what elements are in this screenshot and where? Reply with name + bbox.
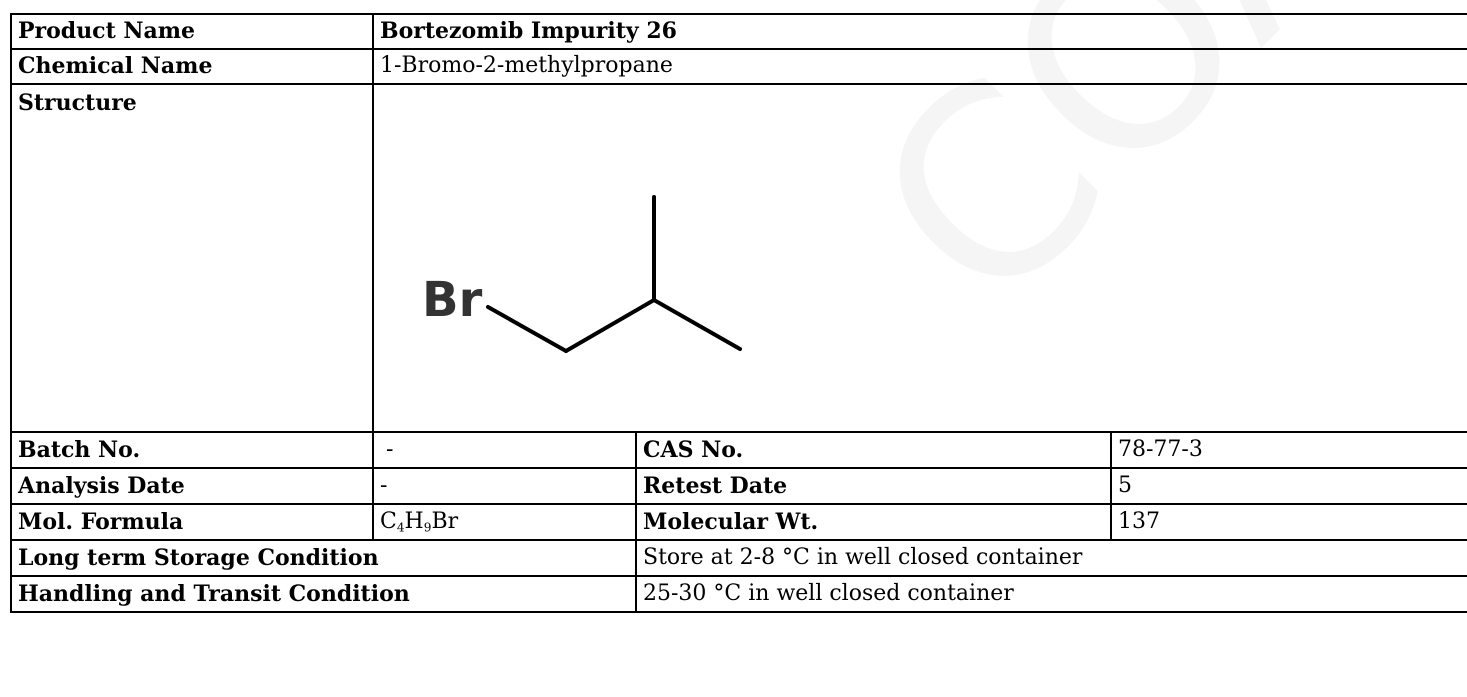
analysis-date-value: -: [372, 467, 637, 505]
handling-condition-label: Handling and Transit Condition: [10, 575, 637, 613]
storage-condition-value: Store at 2-8 °C in well closed container: [634, 539, 1467, 577]
row-batch-cas: Batch No. - CAS No. 78-77-3: [10, 431, 1467, 469]
retest-date-label: Retest Date: [635, 467, 1112, 505]
row-formula-weight: Mol. Formula C4H9Br Molecular Wt. 137: [10, 503, 1467, 541]
batch-no-value: -: [372, 431, 637, 469]
product-name-label: Product Name: [10, 13, 374, 50]
formula-hydrogen-count: 9: [423, 520, 432, 535]
row-structure: Structure Br: [10, 83, 1467, 433]
row-product-name: Product Name Bortezomib Impurity 26: [10, 13, 1467, 50]
storage-condition-label: Long term Storage Condition: [10, 539, 637, 577]
formula-hydrogen: H: [404, 508, 424, 534]
product-name-value: Bortezomib Impurity 26: [371, 13, 1467, 50]
handling-condition-value: 25-30 °C in well closed container: [634, 575, 1467, 613]
mol-formula-value: C4H9Br: [372, 503, 637, 541]
retest-date-value: 5: [1109, 467, 1467, 505]
molecular-wt-value: 137: [1109, 503, 1467, 541]
chemical-name-label: Chemical Name: [10, 48, 374, 85]
row-handling: Handling and Transit Condition 25-30 °C …: [10, 575, 1467, 613]
bond-ch2-ch: [564, 298, 656, 353]
chemical-name-value: 1-Bromo-2-methylpropane: [371, 48, 1467, 85]
row-chemical-name: Chemical Name 1-Bromo-2-methylpropane: [10, 48, 1467, 85]
structure-label: Structure: [10, 83, 374, 433]
cas-no-value: 78-77-3: [1109, 431, 1467, 469]
formula-carbon-count: 4: [396, 520, 405, 535]
bromine-atom-label: Br: [422, 272, 483, 328]
product-spec-table: Product Name Bortezomib Impurity 26 Chem…: [10, 13, 1467, 613]
mol-formula-label: Mol. Formula: [10, 503, 374, 541]
structure-diagram: Br: [422, 195, 742, 353]
formula-carbon: C: [380, 508, 397, 534]
analysis-date-label: Analysis Date: [10, 467, 374, 505]
formula-bromine: Br: [431, 508, 459, 534]
row-storage: Long term Storage Condition Store at 2-8…: [10, 539, 1467, 577]
cas-no-label: CAS No.: [635, 431, 1112, 469]
bond-br-ch2: [486, 305, 568, 353]
molecular-wt-label: Molecular Wt.: [635, 503, 1112, 541]
batch-no-label: Batch No.: [10, 431, 374, 469]
bond-ch-ch3-right: [652, 298, 742, 351]
structure-cell: Br: [371, 83, 1467, 433]
row-dates: Analysis Date - Retest Date 5: [10, 467, 1467, 505]
